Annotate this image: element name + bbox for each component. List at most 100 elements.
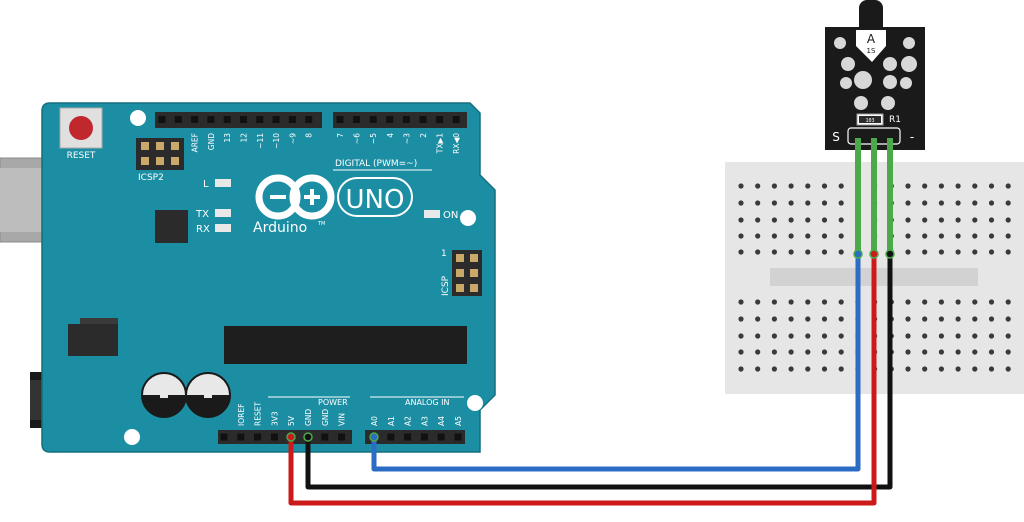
power-pin-hole bbox=[254, 433, 262, 441]
breadboard-hole bbox=[755, 333, 761, 339]
breadboard-hole bbox=[1005, 316, 1011, 322]
breadboard-hole bbox=[838, 217, 844, 223]
digital-pin-label: TX▶1 bbox=[436, 133, 445, 154]
digital-pin-hole bbox=[436, 116, 444, 123]
digital-pin-hole bbox=[240, 116, 247, 123]
breadboard-hole bbox=[922, 366, 928, 372]
digital-pin-hole bbox=[353, 116, 361, 123]
power-pin-label: 3V3 bbox=[270, 411, 279, 426]
breadboard-hole bbox=[755, 233, 761, 239]
breadboard-hole bbox=[821, 316, 828, 322]
digital-pin-hole bbox=[174, 116, 182, 123]
breadboard-hole bbox=[771, 333, 778, 339]
breadboard-hole bbox=[922, 233, 928, 239]
breadboard-hole bbox=[788, 333, 794, 339]
digital-pin-label: ~11 bbox=[256, 133, 265, 149]
breadboard-hole bbox=[771, 233, 778, 239]
breadboard-hole bbox=[821, 299, 828, 305]
solder-pad bbox=[854, 96, 868, 110]
power-pin-label: IOREF bbox=[237, 404, 246, 426]
mounting-hole bbox=[460, 210, 476, 226]
analog-pin-hole bbox=[420, 433, 428, 441]
breadboard-hole bbox=[922, 333, 928, 339]
breadboard-hole bbox=[838, 366, 844, 372]
breadboard-hole bbox=[905, 299, 911, 305]
breadboard-hole bbox=[972, 217, 978, 223]
breadboard-hole bbox=[938, 217, 945, 223]
breadboard-hole bbox=[805, 299, 811, 305]
wire-end-a0 bbox=[369, 432, 379, 442]
wire-end-bb-minus bbox=[885, 249, 895, 259]
digital-pin-label: 7 bbox=[336, 133, 345, 138]
breadboard-hole bbox=[988, 333, 995, 339]
digital-pin-label: ~6 bbox=[353, 133, 362, 144]
breadboard-hole bbox=[821, 333, 828, 339]
mounting-pad bbox=[903, 37, 915, 49]
breadboard-hole bbox=[972, 333, 978, 339]
digital-pin-label: 8 bbox=[305, 133, 314, 138]
breadboard-hole bbox=[1005, 183, 1011, 189]
breadboard-hole bbox=[738, 333, 744, 339]
thermistor-chip bbox=[856, 30, 886, 62]
breadboard-hole bbox=[738, 217, 744, 223]
solder-pad bbox=[883, 75, 897, 89]
breadboard-hole bbox=[922, 349, 928, 355]
capacitor bbox=[141, 372, 187, 418]
breadboard-hole bbox=[922, 299, 928, 305]
breadboard-hole bbox=[988, 217, 995, 223]
wire-end-bb-mid bbox=[869, 249, 879, 259]
breadboard-hole bbox=[821, 217, 828, 223]
breadboard-hole bbox=[788, 249, 794, 255]
breadboard-hole bbox=[738, 233, 744, 239]
breadboard-hole bbox=[755, 316, 761, 322]
solder-pad bbox=[883, 57, 897, 71]
breadboard-hole bbox=[838, 183, 844, 189]
breadboard-hole bbox=[788, 366, 794, 372]
digital-pin-label: GND bbox=[207, 133, 216, 150]
breadboard-hole bbox=[771, 183, 778, 189]
power-pin-hole bbox=[220, 433, 228, 441]
power-pin-label: GND bbox=[304, 409, 313, 426]
digital-pin-label: 4 bbox=[386, 133, 395, 138]
breadboard-hole bbox=[922, 217, 928, 223]
breadboard-hole bbox=[805, 316, 811, 322]
solder-pad bbox=[841, 57, 855, 71]
digital-pin-label: ~10 bbox=[272, 133, 281, 149]
breadboard-hole bbox=[938, 316, 945, 322]
led-l-label: L bbox=[203, 179, 209, 190]
breadboard-hole bbox=[972, 249, 978, 255]
digital-pin-label: 2 bbox=[419, 133, 428, 138]
signal-wire bbox=[371, 254, 861, 472]
breadboard-hole bbox=[738, 366, 744, 372]
breadboard-hole bbox=[955, 183, 961, 189]
breadboard-hole bbox=[905, 183, 911, 189]
icsp-label: ICSP bbox=[441, 275, 451, 296]
breadboard-hole bbox=[755, 249, 761, 255]
breadboard-hole bbox=[1005, 249, 1011, 255]
digital-label: DIGITAL (PWM=~) bbox=[335, 159, 417, 169]
breadboard-hole bbox=[788, 233, 794, 239]
solder-pad bbox=[854, 71, 872, 89]
breadboard-hole bbox=[1005, 299, 1011, 305]
breadboard-hole bbox=[771, 200, 778, 206]
digital-pin-label: ~5 bbox=[369, 133, 378, 144]
breadboard-hole bbox=[955, 349, 961, 355]
sensor-leg-minus bbox=[887, 138, 893, 254]
breadboard-hole bbox=[838, 316, 844, 322]
breadboard-hole bbox=[788, 299, 794, 305]
wire-end-bb-s bbox=[853, 249, 863, 259]
breadboard-hole bbox=[821, 183, 828, 189]
power-pin-hole bbox=[338, 433, 346, 441]
breadboard-hole bbox=[805, 333, 811, 339]
breadboard-hole bbox=[838, 249, 844, 255]
breadboard-hole bbox=[955, 217, 961, 223]
breadboard-hole bbox=[938, 333, 945, 339]
digital-header-right bbox=[333, 112, 467, 128]
breadboard-hole bbox=[788, 183, 794, 189]
breadboard-hole bbox=[771, 299, 778, 305]
breadboard-hole bbox=[838, 333, 844, 339]
capacitor bbox=[185, 372, 231, 418]
digital-pin-label: ~9 bbox=[288, 133, 297, 144]
breadboard-hole bbox=[972, 366, 978, 372]
led-on-label: ON bbox=[443, 210, 458, 221]
